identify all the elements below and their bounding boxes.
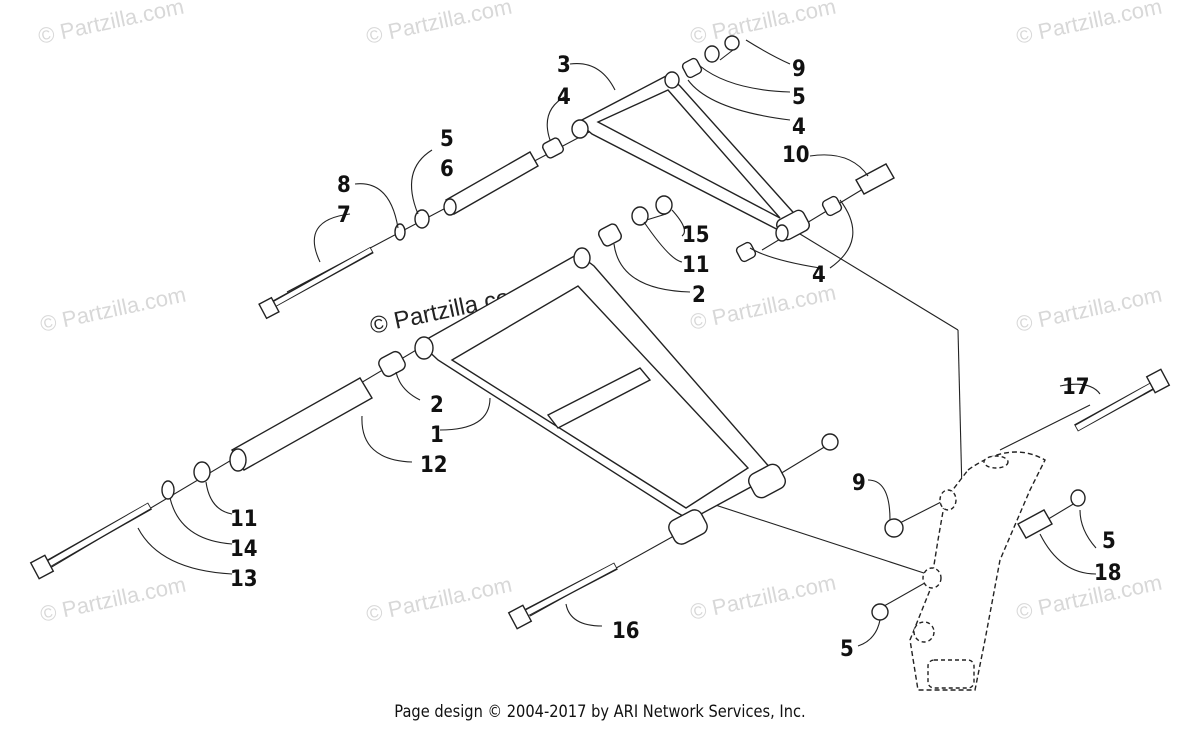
callout-17: 17	[1062, 375, 1090, 400]
callout-numbers: 3 4 9 5 4 10 8 7 5 6 4 15 11 2 2 1 12 17…	[230, 53, 1122, 662]
callout-11: 11	[682, 253, 710, 278]
callout-1: 1	[430, 423, 444, 448]
callout-11: 11	[230, 507, 258, 532]
callout-leaders	[137, 39, 1101, 647]
callout-7: 7	[337, 203, 351, 228]
callout-16: 16	[612, 619, 640, 644]
callout-2: 2	[692, 283, 706, 308]
callout-9: 9	[792, 57, 806, 82]
upper-a-arm	[571, 71, 810, 242]
watermark: © Partzilla.com	[38, 282, 188, 337]
watermark: © Partzilla.com	[364, 572, 514, 627]
copyright-footer: Page design © 2004-2017 by ARI Network S…	[394, 702, 806, 722]
callout-18: 18	[1094, 561, 1122, 586]
spindle-knuckle	[909, 451, 1046, 691]
callout-4: 4	[792, 115, 806, 140]
callout-5: 5	[440, 127, 454, 152]
callout-15: 15	[682, 223, 710, 248]
watermark: © Partzilla.com	[1014, 0, 1164, 49]
callout-5: 5	[840, 637, 854, 662]
watermark: © Partzilla.com	[364, 0, 514, 49]
callout-13: 13	[230, 567, 258, 592]
callout-3: 3	[557, 53, 571, 78]
callout-14: 14	[230, 537, 258, 562]
callout-10: 10	[782, 143, 810, 168]
watermark: © Partzilla.com	[36, 0, 186, 49]
watermark: © Partzilla.com	[688, 570, 838, 625]
watermark: © Partzilla.com	[1014, 282, 1164, 337]
callout-6: 6	[440, 157, 454, 182]
callout-8: 8	[337, 173, 351, 198]
callout-4: 4	[557, 85, 571, 110]
callout-12: 12	[420, 453, 448, 478]
watermark: © Partzilla.com	[688, 0, 838, 49]
small-parts	[29, 35, 1171, 630]
watermark: © Partzilla.com	[38, 572, 188, 627]
callout-5: 5	[792, 85, 806, 110]
lower-a-arm	[414, 247, 786, 545]
callout-2: 2	[430, 393, 444, 418]
callout-9: 9	[852, 471, 866, 496]
callout-4: 4	[812, 263, 826, 288]
callout-5: 5	[1102, 529, 1116, 554]
watermark: © Partzilla.com	[1014, 570, 1164, 625]
